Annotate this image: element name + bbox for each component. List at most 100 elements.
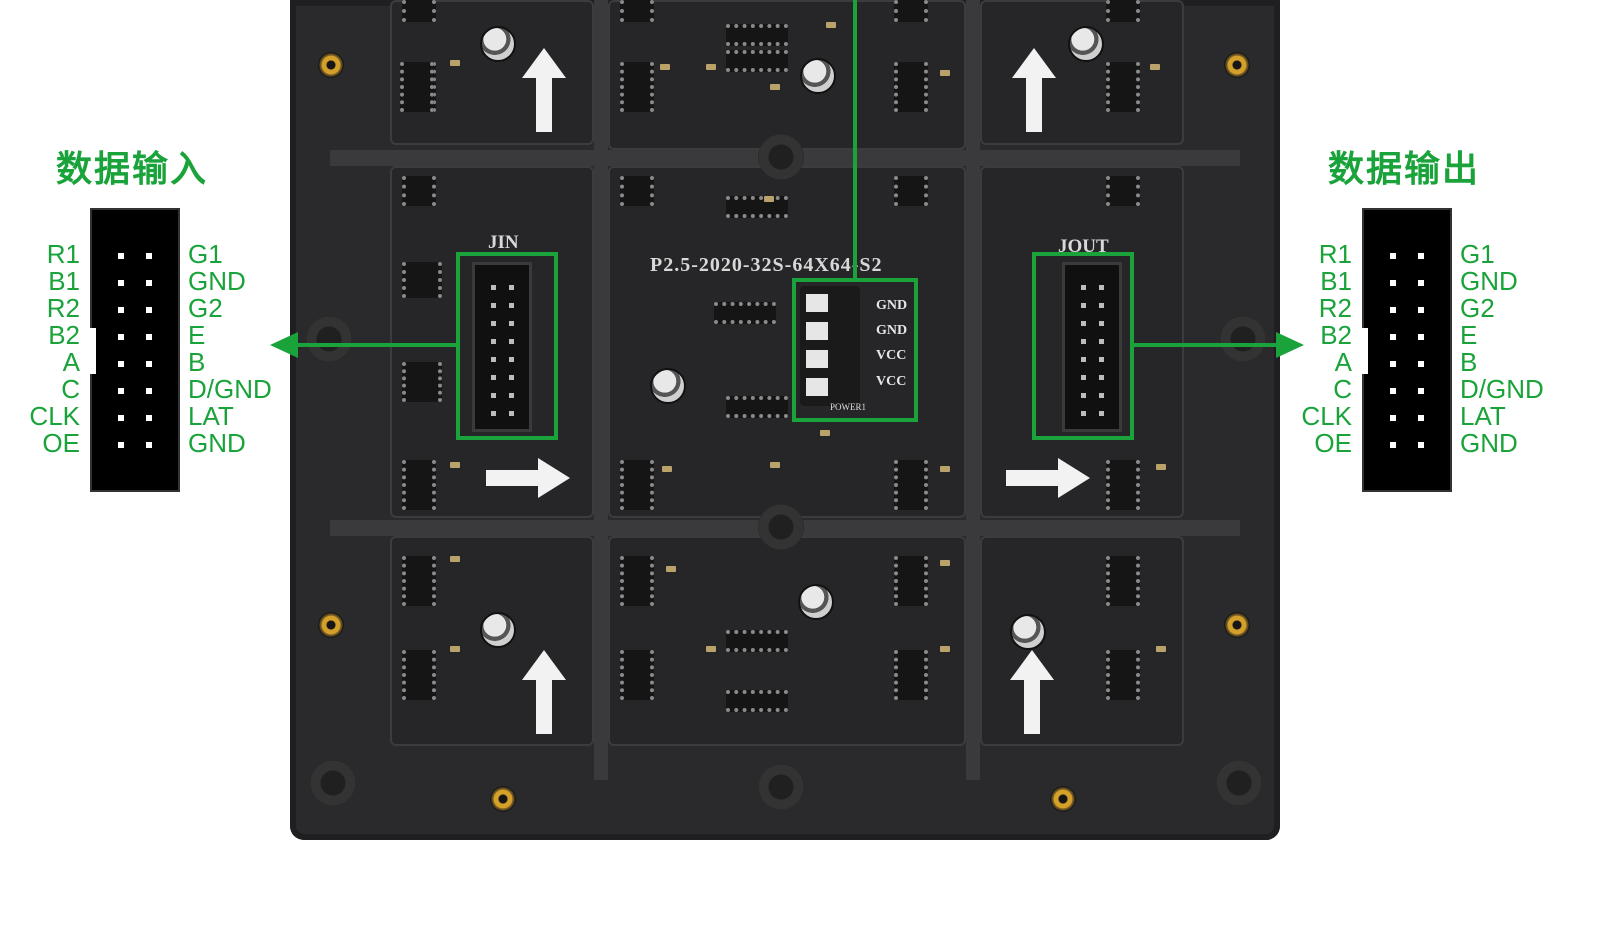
pin-label: GND: [188, 266, 246, 296]
smd-part: [940, 70, 950, 76]
ic-chip: [726, 196, 788, 218]
power-pin-label: GND: [876, 298, 908, 313]
smd-part: [660, 64, 670, 70]
board-model-label: P2.5-2020-32S-64X64-S2: [650, 254, 883, 276]
output-panel-title: 数据输出: [1328, 148, 1481, 189]
ic-chip: [894, 650, 928, 700]
output-header-connector[interactable]: [1062, 262, 1122, 432]
capacitor: [1010, 614, 1046, 650]
pin-label: G2: [188, 293, 223, 323]
pin-label: B2: [1320, 320, 1352, 350]
pin-label: C: [61, 374, 80, 404]
smd-part: [940, 560, 950, 566]
power-pin-label: VCC: [876, 374, 907, 389]
smd-part: [940, 466, 950, 472]
power-connector[interactable]: [800, 286, 860, 406]
pin-label: A: [1334, 347, 1352, 377]
frame-rib: [594, 0, 608, 780]
smd-part: [940, 646, 950, 652]
smd-part: [770, 84, 780, 90]
pin-label: G2: [1460, 293, 1495, 323]
ic-chip: [620, 650, 654, 700]
arrow-up-icon: [1010, 650, 1054, 734]
ic-chip: [402, 650, 436, 700]
screw-hole: [1224, 52, 1250, 78]
ic-chip: [726, 24, 788, 46]
ic-chip: [620, 62, 654, 112]
ic-chip: [894, 460, 928, 510]
arrow-right-icon: [486, 458, 570, 498]
pin-label: G1: [188, 239, 223, 269]
ic-chip: [894, 556, 928, 606]
smd-part: [770, 462, 780, 468]
pin-label: B1: [1320, 266, 1352, 296]
smd-part: [450, 462, 460, 468]
capacitor: [650, 368, 686, 404]
mounting-boss: [1220, 316, 1266, 362]
ic-chip: [1106, 176, 1140, 206]
arrow-up-icon: [522, 48, 566, 132]
screw-hole: [490, 786, 516, 812]
output-left-pin-list: R1 B1 R2 B2 A C CLK OE: [1272, 241, 1352, 457]
ic-chip: [1106, 0, 1140, 22]
pin-label: C: [1333, 374, 1352, 404]
ic-chip: [894, 0, 928, 22]
pin-label: G1: [1460, 239, 1495, 269]
mounting-boss: [310, 760, 356, 806]
pin-label: GND: [1460, 428, 1518, 458]
mounting-boss: [758, 134, 804, 180]
pin-label: GND: [188, 428, 246, 458]
smd-part: [820, 430, 830, 436]
pin-label: E: [188, 320, 206, 350]
ic-chip: [620, 0, 654, 22]
ic-chip: [402, 362, 442, 402]
ic-chip: [402, 176, 436, 206]
ic-chip: [1106, 460, 1140, 510]
pcb-module: [608, 166, 966, 518]
output-header-highlight: [1032, 252, 1134, 440]
smd-part: [706, 64, 716, 70]
output-header-label: JOUT: [1058, 236, 1109, 257]
pin-label: R1: [46, 239, 80, 269]
ic-chip: [620, 460, 654, 510]
power-pin-label: VCC: [876, 348, 907, 363]
ic-chip: [714, 302, 776, 324]
input-connector-diagram: [90, 208, 180, 492]
capacitor: [1068, 26, 1104, 62]
power-connector-highlight: [792, 278, 918, 422]
pin-label: LAT: [1460, 401, 1506, 431]
ic-chip: [400, 62, 434, 112]
ic-chip: [402, 0, 436, 22]
ic-chip: [620, 556, 654, 606]
ic-chip: [1106, 62, 1140, 112]
pin-label: D/GND: [188, 374, 272, 404]
input-header-connector[interactable]: [472, 262, 532, 432]
ic-chip: [402, 556, 436, 606]
smd-part: [450, 646, 460, 652]
capacitor: [480, 26, 516, 62]
capacitor: [798, 584, 834, 620]
arrow-up-icon: [522, 650, 566, 734]
screw-hole: [318, 52, 344, 78]
pin-label: CLK: [29, 401, 80, 431]
output-connector-diagram: [1362, 208, 1452, 492]
ic-chip: [894, 62, 928, 112]
ic-chip: [1106, 650, 1140, 700]
smd-part: [450, 60, 460, 66]
ic-chip: [726, 690, 788, 712]
frame-rib: [966, 0, 980, 780]
screw-hole: [1050, 786, 1076, 812]
pin-label: B: [1460, 347, 1478, 377]
smd-part: [764, 196, 774, 202]
ic-chip: [402, 460, 436, 510]
power-pin-label: GND: [876, 323, 908, 338]
pin-label: B1: [48, 266, 80, 296]
pin-label: CLK: [1301, 401, 1352, 431]
mounting-boss: [1216, 760, 1262, 806]
capacitor: [800, 58, 836, 94]
pin-label: GND: [1460, 266, 1518, 296]
pin-label: D/GND: [1460, 374, 1544, 404]
screw-hole: [1224, 612, 1250, 638]
led-panel-board: P2.5-2020-32S-64X64-S2 JIN JOUT GND GND …: [290, 0, 1280, 840]
smd-part: [662, 466, 672, 472]
